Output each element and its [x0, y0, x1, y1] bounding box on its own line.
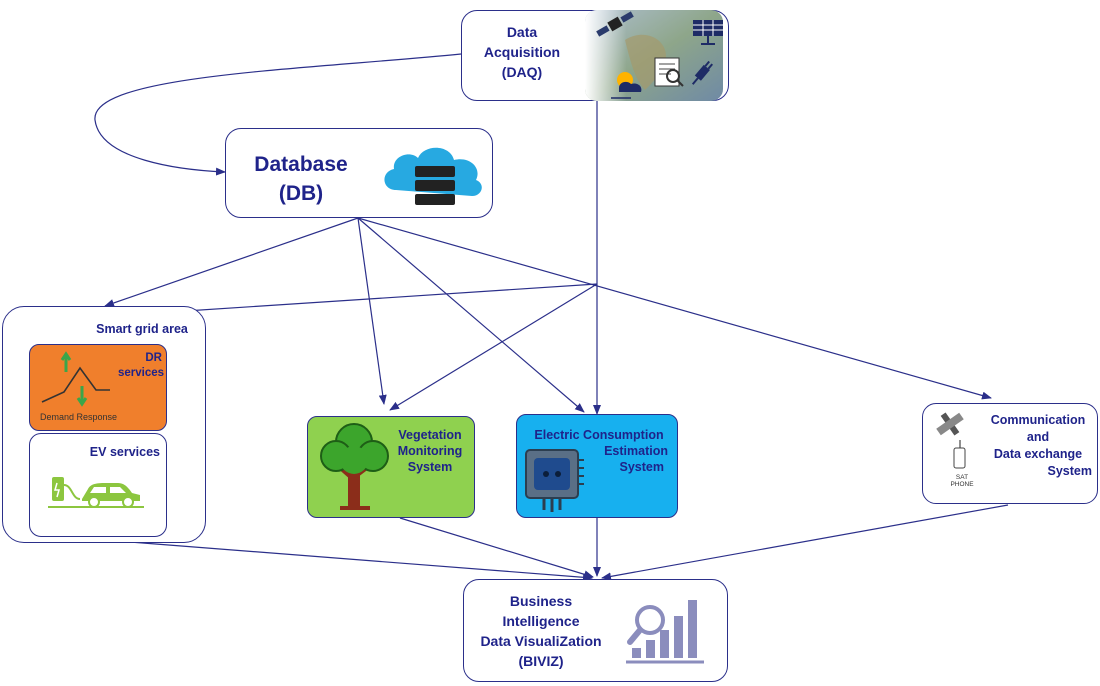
edge-db-to-vegetation	[357, 217, 387, 405]
biviz-label-line4: (BIVIZ)	[518, 653, 564, 669]
edge-smartgrid-to-biviz	[129, 541, 593, 582]
db-label-line1: Database	[254, 153, 348, 176]
tree-icon	[320, 423, 389, 510]
satellite-map-collage-icon	[585, 10, 723, 101]
sat-phone-line1: SAT	[955, 474, 969, 481]
daq-label-line3: (DAQ)	[501, 64, 543, 80]
daq-label-line2: Acquisition	[483, 44, 561, 60]
daq-label-line1: Data	[506, 24, 538, 40]
analytics-chart-magnifier-icon	[626, 600, 704, 664]
communication-label-line2: and	[1026, 430, 1050, 444]
edge-db-to-communication	[357, 217, 992, 400]
biviz-label: Business Intelligence Data VisualiZation…	[466, 591, 616, 671]
dr-caption: Demand Response	[40, 412, 118, 422]
biviz-label-line1: Business	[509, 593, 573, 609]
satellite-phone-icon	[936, 412, 966, 469]
daq-label: Data Acquisition (DAQ)	[468, 22, 576, 82]
cloud-database-icon	[384, 147, 482, 205]
electric-label-line1: Electric Consumption	[534, 428, 664, 442]
electric-consumption-label: Electric Consumption Estimation System	[524, 427, 674, 475]
communication-label-line3: Data exchange	[993, 447, 1083, 461]
edge-hub-to-smartgrid	[169, 283, 598, 316]
power-socket-icon	[525, 449, 584, 512]
edge-vegetation-to-biviz	[399, 517, 594, 579]
dr-label-line1: DR	[145, 352, 162, 364]
vegetation-label-line2: Monitoring	[397, 444, 463, 458]
edge-hub-to-vegetation	[389, 283, 598, 411]
demand-response-chart-icon	[41, 351, 110, 407]
communication-label-line1: Communication	[990, 413, 1086, 427]
ev-services-label: EV services	[89, 445, 160, 459]
dr-services-node	[29, 344, 167, 431]
edge-db-to-electric	[357, 217, 585, 413]
dr-label-line2: services	[118, 367, 165, 379]
edge-communication-to-biviz	[601, 504, 1009, 581]
edge-daq-to-db	[94, 53, 462, 176]
electric-label-line3: System	[619, 460, 664, 474]
edge-db-to-smartgrid	[104, 217, 359, 307]
db-label-line2: (DB)	[278, 182, 324, 205]
sat-phone-line2: PHONE	[950, 481, 974, 488]
vegetation-monitoring-label: Vegetation Monitoring System	[390, 427, 470, 475]
vegetation-label-line1: Vegetation	[398, 428, 462, 442]
dr-services-label: DR services	[118, 351, 165, 381]
sat-phone-caption: SAT PHONE	[945, 474, 979, 488]
smart-grid-area-title: Smart grid area	[96, 322, 188, 336]
communication-label-line4: System	[1047, 464, 1092, 478]
db-label: Database (DB)	[238, 150, 364, 208]
vegetation-label-line3: System	[407, 460, 453, 474]
biviz-node	[463, 579, 728, 682]
biviz-label-line2: Intelligence	[502, 613, 580, 629]
biviz-label-line3: Data VisualiZation	[480, 633, 602, 649]
communication-label: Communication and Data exchange System	[984, 412, 1092, 480]
vegetation-monitoring-node	[307, 416, 475, 518]
ev-charging-car-icon	[48, 477, 144, 508]
electric-label-line2: Estimation	[604, 444, 668, 458]
